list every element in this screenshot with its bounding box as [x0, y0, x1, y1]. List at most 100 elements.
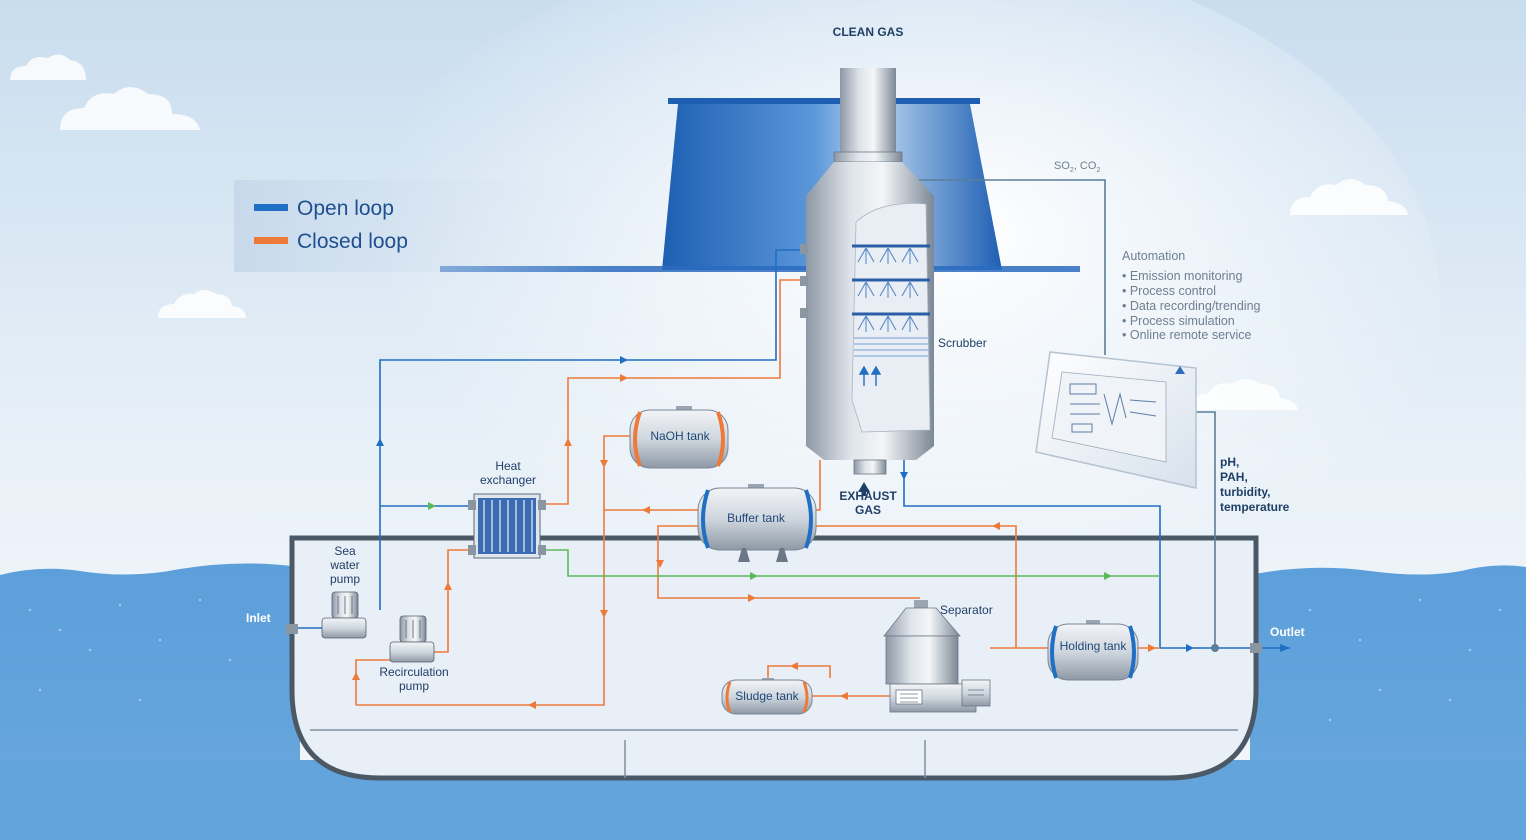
legend-swatch-open	[254, 204, 288, 211]
pipe-hx-to-scrubber	[540, 279, 800, 505]
arrow-icon	[992, 522, 1000, 530]
clean-gas-label: CLEAN GAS	[833, 25, 904, 39]
automation-panel: Automation • Emission monitoring • Proce…	[1122, 249, 1261, 342]
sensor-label: temperature	[1220, 500, 1290, 514]
buffer-tank-label: Buffer tank	[727, 511, 786, 525]
scrubber-cone-top	[806, 162, 934, 196]
arrow-icon	[750, 572, 758, 580]
arrow-icon	[620, 356, 628, 364]
recirc-pump-label-line1: Recirculation	[379, 665, 448, 679]
arrow-icon	[352, 672, 360, 680]
funnel-top-rim	[668, 98, 980, 104]
recirc-pump-label-line2: pump	[399, 679, 429, 693]
sensor-label: pH,	[1220, 455, 1239, 469]
scrubber-flange	[833, 151, 903, 163]
sensor-label: PAH,	[1220, 470, 1248, 484]
pipe-naoh	[603, 435, 632, 510]
exhaust-arrow-icon	[858, 482, 870, 496]
scrubber-bottom	[806, 446, 934, 460]
sludge-tank	[721, 678, 813, 715]
arrow-icon	[1148, 644, 1156, 652]
hx-plates	[478, 498, 536, 554]
separator	[883, 600, 991, 713]
deck-line	[440, 266, 1080, 272]
inlet-label: Inlet	[246, 611, 271, 625]
arrow-icon	[528, 701, 536, 709]
automation-item: • Process simulation	[1122, 314, 1235, 328]
pipe-scrubber-to-buffer	[816, 460, 821, 511]
pipe-cooling-out	[540, 549, 1160, 577]
sludge-tank-label: Sludge tank	[735, 689, 799, 703]
sensor-node	[1211, 644, 1219, 652]
exhaust-label-line2: GAS	[855, 503, 881, 517]
legend: Open loop Closed loop	[234, 180, 614, 272]
scrubber-cutaway	[851, 203, 931, 433]
automation-title: Automation	[1122, 249, 1185, 263]
automation-item: • Emission monitoring	[1122, 269, 1242, 283]
separator-label: Separator	[940, 603, 993, 617]
sea-pump-label-line3: pump	[330, 572, 360, 586]
naoh-tank	[629, 406, 729, 469]
automation-item: • Process control	[1122, 284, 1216, 298]
arrow-icon	[600, 460, 608, 468]
cloud	[1190, 379, 1298, 410]
outlet-label: Outlet	[1270, 625, 1305, 639]
monitor-ui-graphic	[1069, 383, 1157, 433]
holding-tank-label: Holding tank	[1060, 639, 1128, 653]
clouds	[10, 54, 1408, 410]
arrow-icon	[564, 438, 572, 446]
arrow-icon	[428, 502, 436, 510]
heat-exchanger	[468, 493, 546, 559]
cloud	[1290, 179, 1408, 215]
gas-sensor-label: SO2, CO2	[1054, 160, 1100, 174]
hx-label-line1: Heat	[495, 459, 521, 473]
legend-background	[234, 180, 614, 272]
ship-hull	[289, 535, 1259, 781]
outlet-flange	[1250, 643, 1262, 653]
scrubber-nozzle	[800, 308, 808, 318]
flow-arrows	[352, 356, 1290, 709]
sea-water-pump	[286, 591, 367, 639]
automation-item: • Data recording/trending	[1122, 299, 1261, 313]
cloud	[158, 290, 246, 318]
packing	[854, 337, 930, 357]
recirculation-pump	[389, 615, 435, 663]
spray-levels	[852, 244, 930, 316]
pipe-sludge-top	[767, 665, 831, 680]
sensor-label: turbidity,	[1220, 485, 1270, 499]
arrow-icon	[1186, 644, 1194, 652]
legend-open-loop: Open loop	[297, 197, 394, 220]
arrow-icon	[1280, 644, 1290, 652]
water-sensor-labels: pH, PAH, turbidity, temperature	[1220, 455, 1290, 514]
exhaust-inlet	[853, 459, 887, 475]
holding-tank	[1047, 620, 1139, 681]
arrow-icon	[748, 594, 756, 602]
arrow-icon	[656, 560, 664, 568]
hx-plate-lines	[483, 500, 533, 552]
arrow-icon	[790, 662, 798, 670]
spray-nozzles	[857, 247, 919, 332]
scrubber-nozzle	[800, 244, 808, 254]
arrow-icon	[600, 610, 608, 618]
arrow-icon	[620, 374, 628, 382]
arrow-icon	[444, 582, 452, 590]
pipe-loop-separator	[657, 525, 1017, 648]
pipe-gas-sensor	[868, 179, 1106, 355]
pipe-water-sensor	[1195, 411, 1216, 648]
arrow-icon	[1104, 572, 1112, 580]
arrow-icon	[376, 438, 384, 446]
exhaust-label-line1: EXHAUST	[839, 489, 897, 503]
scrubber	[800, 68, 934, 475]
hx-label-line2: exchanger	[480, 473, 536, 487]
legend-swatch-closed	[254, 237, 288, 244]
pipe-to-recirc	[355, 659, 392, 705]
arrow-icon	[840, 692, 848, 700]
scrubber-stack	[840, 68, 896, 158]
sea-sparkles	[28, 598, 1502, 722]
cloud	[60, 87, 200, 130]
buffer-tank	[697, 484, 817, 562]
naoh-tank-label: NaOH tank	[650, 429, 710, 443]
legend-closed-loop: Closed loop	[297, 230, 408, 253]
